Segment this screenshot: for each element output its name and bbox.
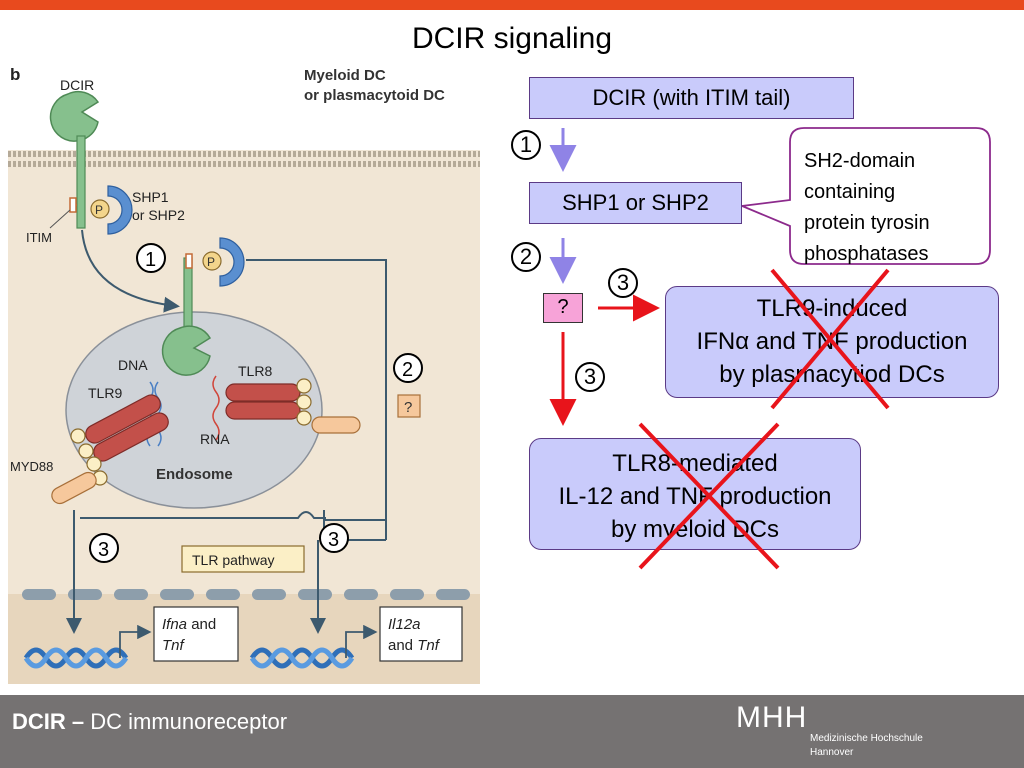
gene-box-left: [153, 606, 239, 662]
tlr8-receptor: [225, 378, 361, 434]
tlr8-line2: IL-12 and TNF production: [558, 483, 832, 510]
dcir-receptor-endosome: [161, 253, 212, 376]
panel-letter: b: [10, 65, 20, 84]
inhibition-pathway-lines: [73, 259, 387, 541]
plasma-membrane: [8, 151, 480, 167]
flow-step3-down-marker: 3: [575, 362, 605, 392]
footer-bar: DCIR – DC immunoreceptor MHH Medizinisch…: [0, 695, 1024, 768]
promoter-arrow-left: [119, 624, 152, 658]
shp-endosome: [202, 237, 245, 287]
shp-membrane: [90, 185, 133, 235]
dcir-pathway-figure: b DCIR Myeloid DC or plasmacytoid DC ITI…: [8, 58, 480, 684]
endosome: [65, 311, 323, 509]
gene-box-left-line2: Tnf: [162, 637, 186, 654]
dna-helix-left: [23, 647, 129, 669]
shp-label-line1: SHP1: [132, 189, 169, 205]
callout-text: SH2-domain containing protein tyrosin ph…: [804, 146, 984, 270]
figure-question-mark: ?: [404, 399, 412, 416]
slide-title: DCIR signaling: [411, 22, 613, 55]
tlr8-label: TLR8: [238, 363, 272, 379]
footer-abbr: DCIR –: [12, 709, 85, 734]
itim-label: ITIM: [26, 230, 52, 245]
gene-box-right-line2: and Tnf: [388, 637, 441, 654]
tlr9-label: TLR9: [88, 385, 122, 401]
tlr8-line1: TLR8-mediated: [612, 450, 778, 477]
figure-question-box: [397, 394, 421, 418]
footer-caption: DCIR – DC immunoreceptor: [12, 709, 287, 735]
itim-pointer-line: [49, 209, 71, 229]
cell-type-line1: Myeloid DC: [304, 67, 386, 84]
dcir-receptor-membrane: [49, 90, 100, 229]
callout-line1: SH2-domain: [804, 150, 916, 172]
tlr8-line3: by myeloid DCs: [610, 516, 780, 543]
figure-step3-right-circle: [319, 523, 349, 553]
logo-text-line2: Hannover: [810, 747, 854, 758]
dcir-receptor-label: DCIR: [60, 77, 94, 93]
tlr9-line2: IFNα and TNF production: [696, 328, 968, 355]
flow-box-dcir-text: DCIR (with ITIM tail): [592, 85, 791, 110]
flow-box-shp-text: SHP1 or SHP2: [562, 190, 709, 215]
rna-strand: [212, 375, 220, 441]
top-accent-bar: [0, 0, 1024, 10]
logo-text-line1: Medizinische Hochschule: [810, 733, 923, 744]
promoter-arrow-right: [345, 624, 378, 658]
flow-step3-right-marker: 3: [608, 268, 638, 298]
figure-step3-right-number: 3: [328, 529, 339, 551]
myd88-adaptor: [51, 471, 97, 505]
cell-type-line2: or plasmacytoid DC: [304, 87, 445, 104]
callout-line3: protein tyrosin: [804, 212, 930, 234]
gene-box-right: [379, 606, 463, 662]
tlr9-line3: by plasmacytiod DCs: [719, 361, 945, 388]
figure-step1-circle: [136, 243, 166, 273]
gene-box-right-line1: Il12a: [388, 616, 421, 633]
dna-helix-right: [249, 647, 355, 669]
shp-label-line2: or SHP2: [132, 207, 185, 223]
myd88-label: MYD88: [10, 459, 53, 474]
figure-step3-left-circle: [89, 533, 119, 563]
dna-label: DNA: [118, 357, 148, 373]
tlr-pathway-box: [181, 545, 305, 573]
flow-box-dcir: DCIR (with ITIM tail): [529, 77, 854, 119]
nuclear-membrane: [22, 589, 470, 600]
figure-step3-left-number: 3: [98, 539, 109, 561]
footer-expansion: DC immunoreceptor: [84, 709, 288, 734]
figure-step2-number: 2: [402, 359, 413, 381]
callout-line2: containing: [804, 181, 896, 203]
flow-step1-marker: 1: [511, 130, 541, 160]
tlr-pathway-label: TLR pathway: [192, 552, 274, 568]
callout-line4: phosphatases: [804, 243, 929, 265]
endosome-label: Endosome: [156, 466, 233, 483]
phospho-label-1: P: [95, 203, 103, 217]
flow-box-tlr8: TLR8-mediated IL-12 and TNF production b…: [529, 438, 861, 550]
mhh-logo-mark: MHH: [736, 701, 808, 734]
phospho-label-2: P: [207, 255, 215, 269]
tlr9-line1: TLR9-induced: [756, 295, 908, 322]
rna-label: RNA: [200, 431, 230, 447]
gene-box-left-line1: Ifna and: [162, 616, 216, 633]
internalization-arrow: [81, 229, 180, 313]
figure-step1-number: 1: [145, 249, 156, 271]
flow-step2-marker: 2: [511, 242, 541, 272]
flow-question-box: ?: [543, 293, 583, 323]
flow-box-shp: SHP1 or SHP2: [529, 182, 742, 224]
figure-step2-circle: [393, 353, 423, 383]
flow-box-tlr9: TLR9-induced IFNα and TNF production by …: [665, 286, 999, 398]
